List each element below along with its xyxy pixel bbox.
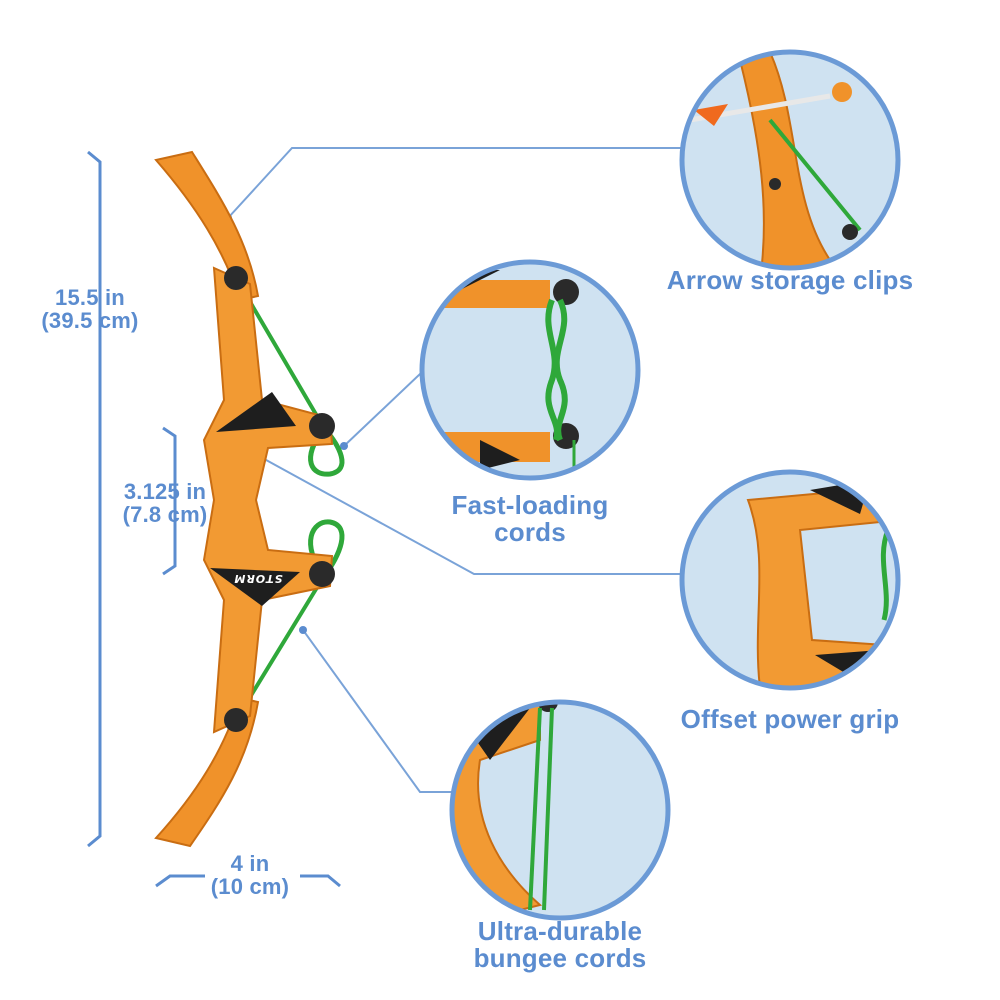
width-dimension-label: 4 in (10 cm): [190, 852, 310, 898]
height-dimension-line: [87, 150, 102, 848]
bungee-label: Ultra-durable bungee cords: [440, 916, 680, 974]
width-centimeters: (10 cm): [210, 874, 290, 900]
width-inches: 4 in: [230, 851, 270, 876]
fast-loading-label: Fast-loading cords: [430, 490, 630, 548]
callout-lines: [227, 147, 684, 793]
grip-centimeters: (7.8 cm): [122, 502, 208, 528]
grip-dimension-label: 3.125 in (7.8 cm): [100, 480, 230, 526]
arrow-storage-detail-image: [679, 49, 901, 271]
bow-graphic: [154, 150, 345, 848]
grip-dimension-line: [162, 426, 177, 576]
bungee-line2: bungee cords: [473, 943, 647, 974]
width-dimension-line: [155, 874, 341, 888]
height-centimeters: (39.5 cm): [41, 308, 139, 334]
fast-loading-detail-image: [419, 259, 641, 481]
power-grip-label: Offset power grip: [680, 704, 900, 734]
fast-loading-line1: Fast-loading: [451, 490, 609, 520]
bungee-line1: Ultra-durable: [477, 916, 643, 946]
height-inches: 15.5 in: [55, 285, 125, 310]
arrow-storage-label: Arrow storage clips: [666, 265, 914, 295]
power-grip-detail-image: [679, 469, 901, 691]
fast-loading-line2: cords: [494, 517, 566, 548]
height-dimension-label: 15.5 in (39.5 cm): [20, 286, 160, 332]
bungee-detail-image: [449, 699, 671, 921]
brand-logo: STORM: [233, 572, 283, 585]
grip-inches: 3.125 in: [123, 479, 207, 504]
